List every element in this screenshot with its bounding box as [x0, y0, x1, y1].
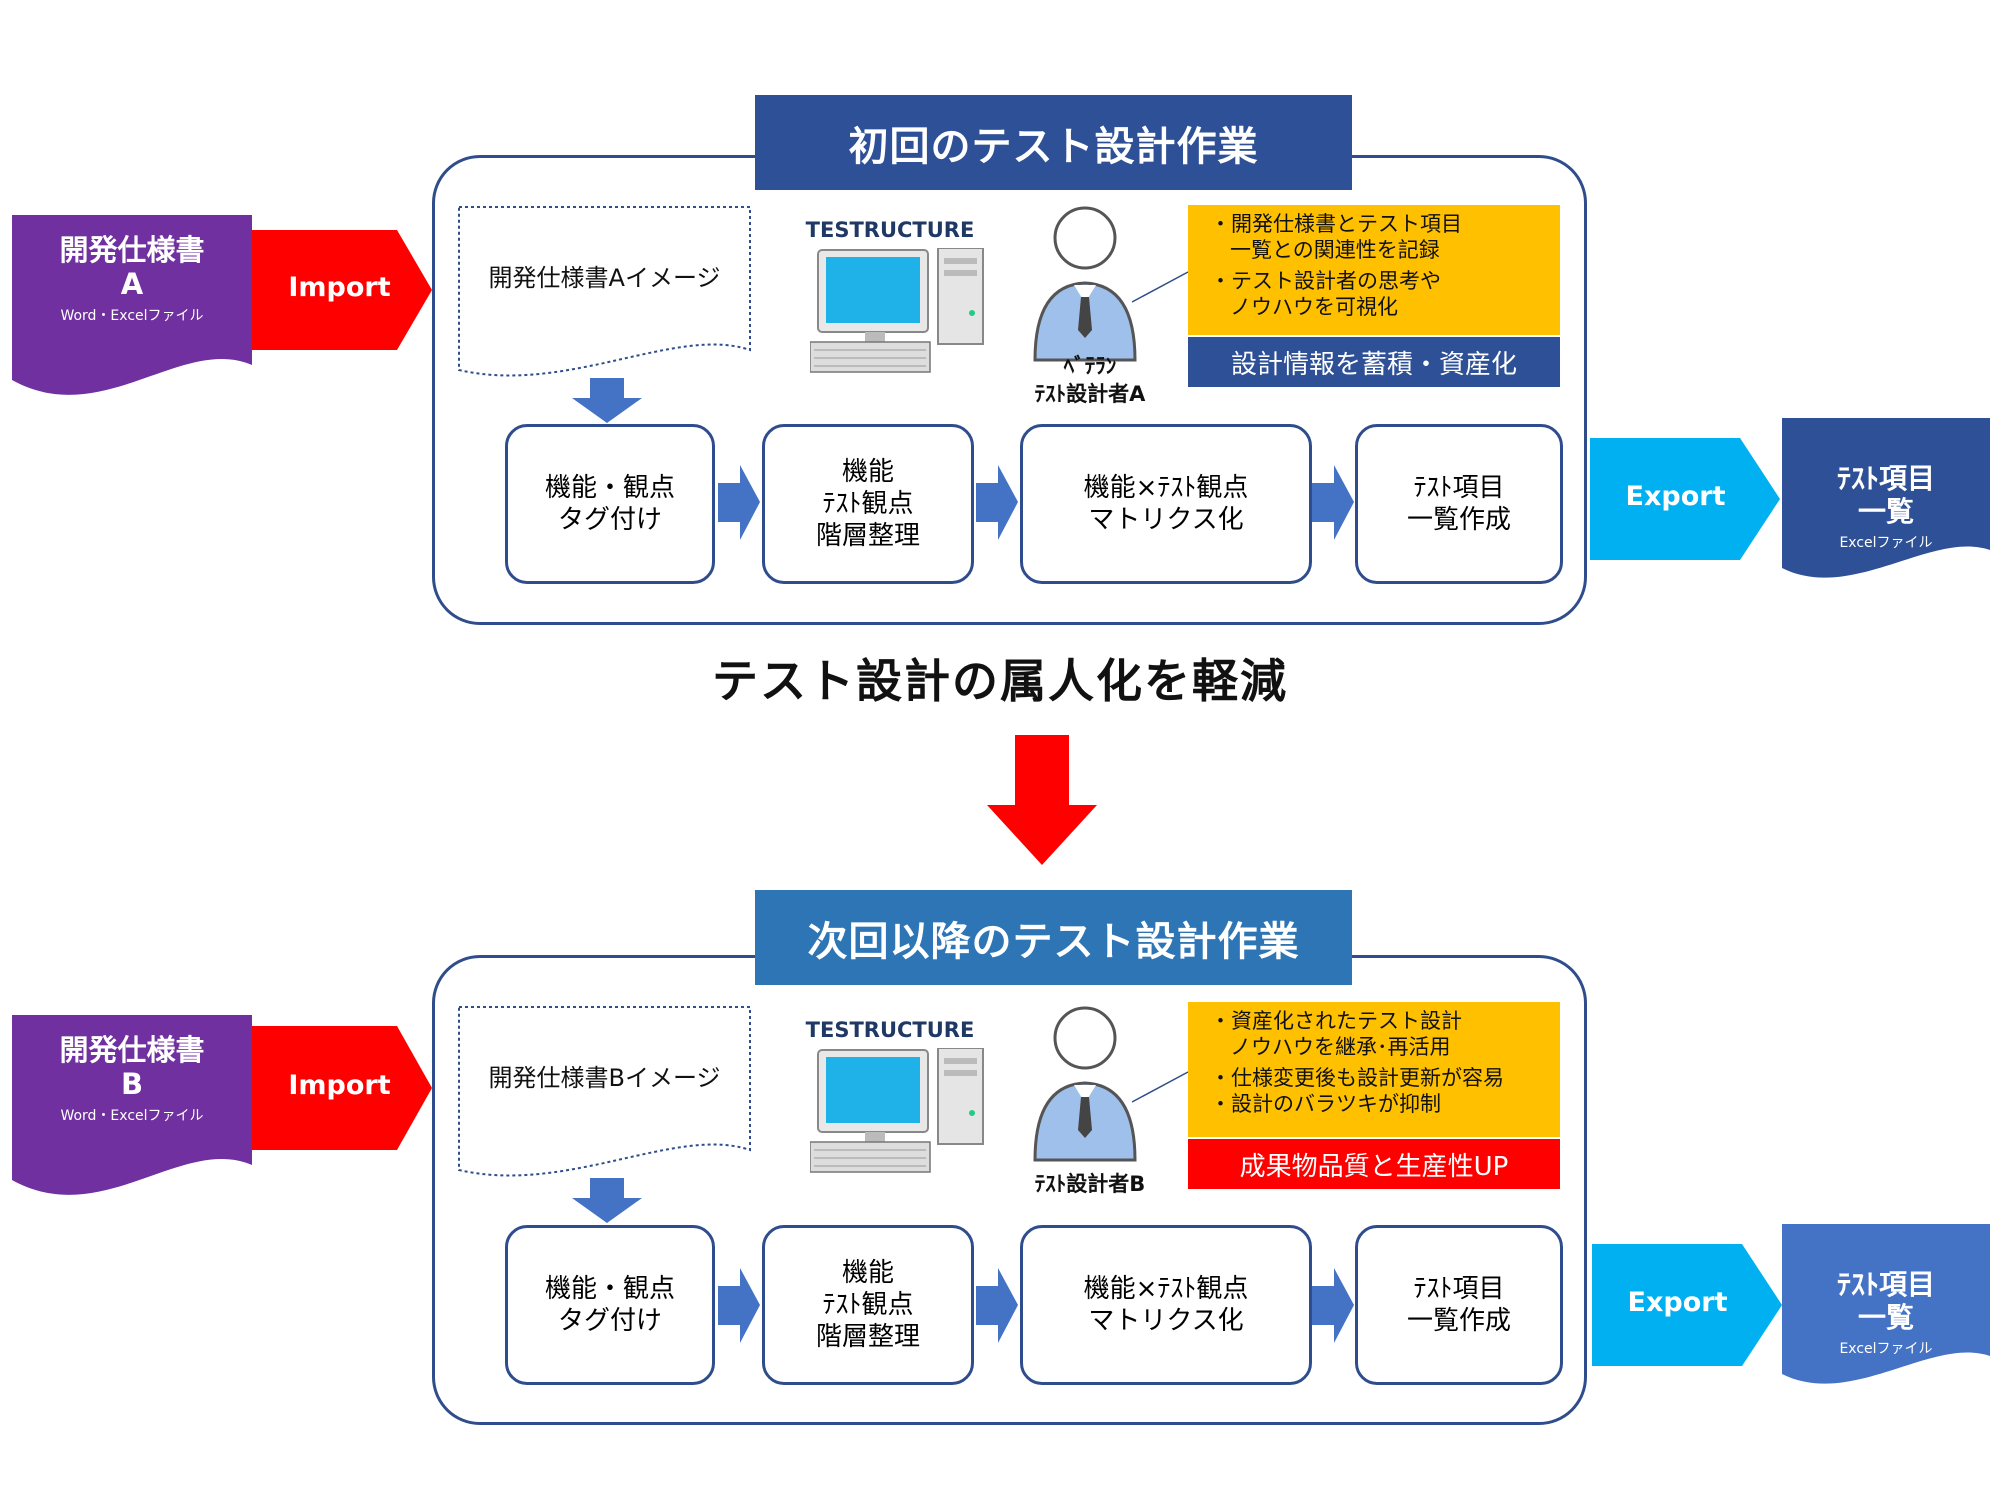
info-line: ・設計のバラツキが抑制	[1210, 1092, 1441, 1116]
step-line: 一覧作成	[1406, 505, 1511, 535]
output-document-icon	[1782, 1224, 1990, 1384]
section-title: 初回のテスト設計作業	[755, 95, 1352, 190]
down-arrow-icon	[572, 378, 642, 423]
export-label: Export	[1625, 481, 1726, 512]
output-doc-title: ﾃｽﾄ項目	[1836, 462, 1935, 495]
info-line: ノウハウを可視化	[1230, 295, 1398, 319]
import-arrow-icon	[252, 230, 432, 350]
tester-name: ﾃｽﾄ設計者B	[1034, 1172, 1146, 1196]
input-doc-title: 開発仕様書	[59, 1033, 205, 1067]
input-document-icon	[12, 1015, 252, 1195]
spec-image-label: 開発仕様書Bイメージ	[488, 1064, 721, 1092]
step-arrow-icon	[976, 1268, 1018, 1343]
input-doc-letter: A	[120, 267, 144, 301]
spec-image-box	[458, 1006, 751, 1177]
tester-name: ﾃｽﾄ設計者A	[1034, 382, 1146, 406]
input-doc-letter: B	[120, 1067, 144, 1101]
input-doc-type: Word・Excelファイル	[60, 1108, 204, 1124]
step-arrow-icon	[718, 1268, 760, 1343]
input-document: 開発仕様書 A Word・Excelファイル	[12, 215, 252, 405]
step-hierarchy: 機能 ﾃｽﾄ観点 階層整理	[762, 424, 974, 584]
info-line: 一覧との関連性を記録	[1230, 238, 1440, 262]
step-tagging: 機能・観点 タグ付け	[505, 1225, 715, 1385]
step-hierarchy: 機能 ﾃｽﾄ観点 階層整理	[762, 1225, 974, 1385]
down-arrow-icon	[572, 1178, 642, 1223]
result-bar: 設計情報を蓄積・資産化	[1188, 337, 1560, 387]
info-line: ・テスト設計者の思考や	[1210, 269, 1441, 293]
info-line: ・開発仕様書とテスト項目	[1210, 212, 1462, 236]
output-document-icon	[1782, 418, 1990, 578]
tester-caption: ﾃｽﾄ設計者B	[1010, 1170, 1170, 1198]
step-tagging: 機能・観点 タグ付け	[505, 424, 715, 584]
input-doc-title: 開発仕様書	[59, 233, 205, 267]
export-arrow-icon	[1592, 1244, 1782, 1366]
step-line: マトリクス化	[1088, 505, 1244, 535]
output-document: ﾃｽﾄ項目 一覧 Excelファイル	[1782, 418, 1990, 578]
tool-label: TESTRUCTURE	[805, 1018, 975, 1042]
step-arrow-icon	[976, 465, 1018, 540]
step-line: マトリクス化	[1088, 1306, 1244, 1336]
step-line: 機能	[841, 457, 894, 487]
output-document: ﾃｽﾄ項目 一覧 Excelファイル	[1782, 1224, 1990, 1384]
input-doc-type: Word・Excelファイル	[60, 308, 204, 324]
info-line: ノウハウを継承･再活用	[1230, 1035, 1451, 1059]
tester-avatar-icon	[1033, 206, 1137, 362]
export-arrow-icon	[1590, 438, 1780, 560]
spec-image-box	[458, 206, 751, 377]
output-doc-type: Excelファイル	[1839, 535, 1933, 551]
tool-label: TESTRUCTURE	[805, 218, 975, 242]
step-matrix: 機能×ﾃｽﾄ観点 マトリクス化	[1020, 424, 1312, 584]
step-arrow-icon	[1312, 1268, 1354, 1343]
step-list: ﾃｽﾄ項目 一覧作成	[1355, 424, 1563, 584]
tester-caption: ﾍﾞﾃﾗﾝ ﾃｽﾄ設計者A	[1010, 352, 1170, 408]
step-line: ﾃｽﾄ観点	[822, 1290, 914, 1320]
computer-icon	[810, 1048, 984, 1173]
step-arrow-icon	[1312, 465, 1354, 540]
import-arrow-icon	[252, 1026, 432, 1150]
section-initial: 初回のテスト設計作業 開発仕様書 A Word・Excelファイル Import…	[0, 0, 2000, 625]
section-title: 次回以降のテスト設計作業	[755, 890, 1352, 985]
info-line: ・資産化されたテスト設計	[1210, 1009, 1462, 1033]
step-line: タグ付け	[557, 1306, 662, 1336]
center-message: テスト設計の属人化を軽減	[712, 654, 1288, 708]
step-list: ﾃｽﾄ項目 一覧作成	[1355, 1225, 1563, 1385]
step-line: ﾃｽﾄ観点	[822, 489, 914, 519]
info-line: ・仕様変更後も設計更新が容易	[1210, 1066, 1504, 1090]
step-line: 階層整理	[815, 521, 920, 551]
input-document: 開発仕様書 B Word・Excelファイル	[12, 1015, 252, 1205]
step-matrix: 機能×ﾃｽﾄ観点 マトリクス化	[1020, 1225, 1312, 1385]
step-line: 機能・観点	[544, 473, 675, 503]
step-line: ﾃｽﾄ項目	[1413, 473, 1505, 503]
step-line: 階層整理	[815, 1322, 920, 1352]
output-doc-title2: 一覧	[1857, 495, 1914, 528]
spec-image-label: 開発仕様書Aイメージ	[488, 264, 721, 292]
import-label: Import	[288, 272, 391, 303]
section-subsequent: 次回以降のテスト設計作業 開発仕様書 B Word・Excelファイル Impo…	[0, 800, 2000, 1425]
computer-icon	[810, 248, 984, 373]
tester-role: ﾍﾞﾃﾗﾝ	[1063, 354, 1117, 378]
step-line: タグ付け	[557, 505, 662, 535]
step-arrow-icon	[718, 465, 760, 540]
result-bar: 成果物品質と生産性UP	[1188, 1139, 1560, 1189]
output-doc-title2: 一覧	[1857, 1301, 1914, 1334]
export-label: Export	[1627, 1287, 1728, 1318]
callout-line	[1131, 271, 1189, 303]
import-label: Import	[288, 1070, 391, 1101]
step-line: ﾃｽﾄ項目	[1413, 1274, 1505, 1304]
info-box: ・開発仕様書とテスト項目 一覧との関連性を記録 ・テスト設計者の思考や ノウハウ…	[1188, 205, 1560, 335]
step-line: 機能×ﾃｽﾄ観点	[1083, 473, 1249, 503]
step-line: 機能×ﾃｽﾄ観点	[1083, 1274, 1249, 1304]
tester-avatar-icon	[1033, 1006, 1137, 1162]
step-line: 一覧作成	[1406, 1306, 1511, 1336]
info-box: ・資産化されたテスト設計 ノウハウを継承･再活用 ・仕様変更後も設計更新が容易 …	[1188, 1002, 1560, 1137]
input-document-icon	[12, 215, 252, 395]
step-line: 機能・観点	[544, 1274, 675, 1304]
step-line: 機能	[841, 1258, 894, 1288]
down-red-arrow-icon	[987, 735, 1097, 865]
callout-line	[1131, 1071, 1189, 1103]
output-doc-type: Excelファイル	[1839, 1341, 1933, 1357]
output-doc-title: ﾃｽﾄ項目	[1836, 1268, 1935, 1301]
